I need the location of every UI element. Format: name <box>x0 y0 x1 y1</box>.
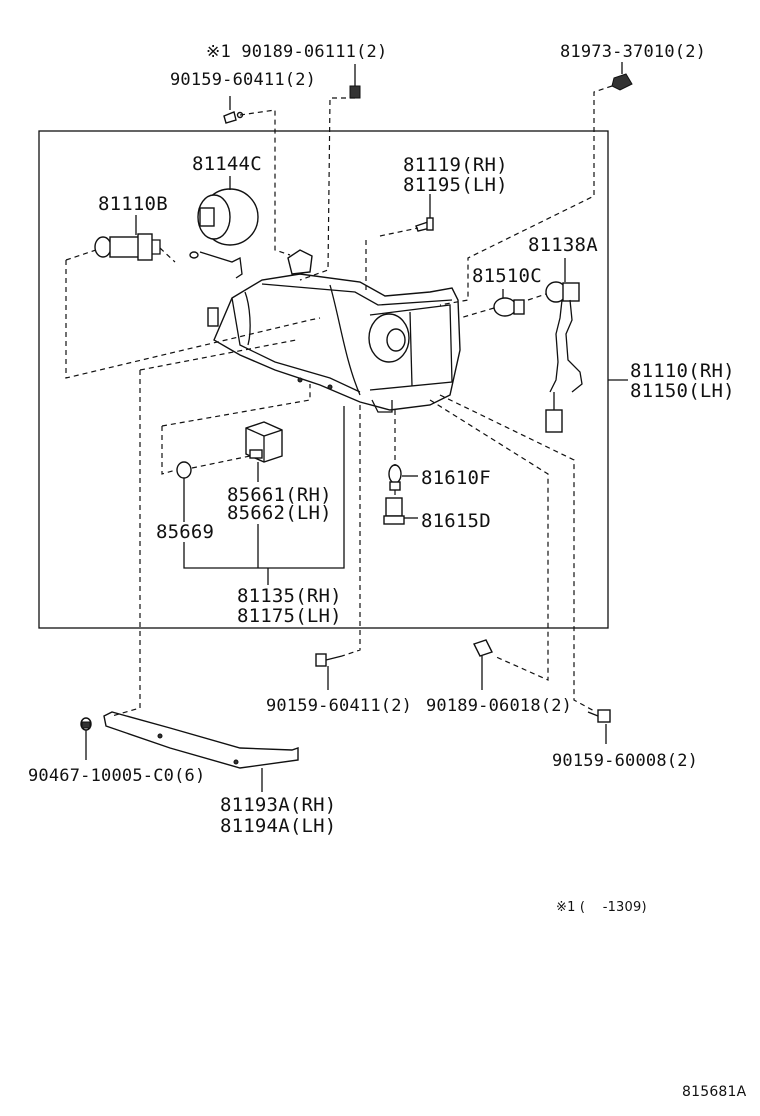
leader-lines <box>85 62 628 792</box>
bulb-81610f-icon <box>388 464 402 491</box>
bulb-81110b-icon <box>94 233 161 261</box>
label-actuator-rh: 85661(RH) <box>227 484 332 506</box>
footnote: ※1 ( -1309) <box>556 900 647 915</box>
label-nut-top-right: 81973-37010(2) <box>560 42 707 62</box>
diagram-code: 815681A <box>682 1084 747 1100</box>
bolt-top-left-icon <box>223 111 244 124</box>
oring-85669-icon <box>176 461 192 479</box>
label-headlamp-rh: 81110(RH) <box>630 360 735 382</box>
label-screw-rh: 81119(RH) <box>403 154 508 176</box>
clip-lower-left-icon <box>80 717 92 731</box>
label-clip-lower-left: 90467-10005-C0(6) <box>28 766 206 786</box>
label-screw-lh: 81195(LH) <box>403 174 508 196</box>
label-unit-rh: 81135(RH) <box>237 585 342 607</box>
socket-81144c-icon <box>189 188 259 279</box>
label-bolt-bottom: 90159-60411(2) <box>266 696 413 716</box>
label-bulb-81610f: 81610F <box>421 467 491 489</box>
bolt-bottom-right-icon <box>587 709 611 723</box>
label-headlamp-lh: 81150(LH) <box>630 380 735 402</box>
label-bracket-lh: 81194A(LH) <box>220 815 337 837</box>
bracket-81193a-icon <box>103 711 299 769</box>
clip-top-icon <box>349 85 361 99</box>
socket-81615d-icon <box>383 497 405 525</box>
label-socket-81144c: 81144C <box>192 153 262 175</box>
bulb-81510c-icon <box>493 297 525 317</box>
label-bolt-top-left: 90159-60411(2) <box>170 70 317 90</box>
label-clip-bottom: 90189-06018(2) <box>426 696 573 716</box>
label-bulb-81510c: 81510C <box>472 265 542 287</box>
label-oring-85669: 85669 <box>156 521 215 543</box>
label-bolt-bottom-right: 90159-60008(2) <box>552 751 699 771</box>
nut-top-right-icon <box>611 73 633 91</box>
label-unit-lh: 81175(LH) <box>237 605 342 627</box>
label-socket-81138a: 81138A <box>528 234 598 256</box>
actuator-85661-icon <box>245 421 283 463</box>
headlamp-housing <box>207 249 461 413</box>
label-socket-81615d: 81615D <box>421 510 491 532</box>
bolt-bottom-icon <box>315 653 343 667</box>
screw-81119-icon <box>415 217 434 232</box>
dashed-lines <box>65 85 613 717</box>
label-bracket-rh: 81193A(RH) <box>220 794 337 816</box>
label-bulb-81110b: 81110B <box>98 193 168 215</box>
label-actuator-lh: 85662(LH) <box>227 502 332 524</box>
clip-bottom-icon <box>473 639 493 657</box>
socket-81138a-icon <box>545 281 583 433</box>
label-clip-top: ※1 90189-06111(2) <box>206 42 388 62</box>
